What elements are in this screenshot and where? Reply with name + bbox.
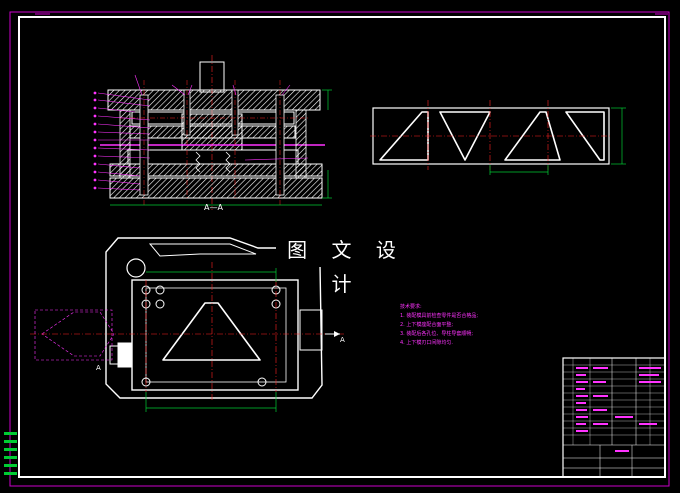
section-marker-left: A xyxy=(96,364,101,372)
strip-layout-view xyxy=(370,100,626,175)
note-item: 2. 上下模座配合面平整; xyxy=(400,322,454,328)
section-label: A—A xyxy=(204,203,223,212)
title-block xyxy=(562,357,666,478)
side-ruler-marks xyxy=(4,432,17,475)
section-view-aa xyxy=(93,55,332,210)
drawing-frame xyxy=(18,16,666,478)
note-item: 4. 上下模刃口间隙均匀. xyxy=(400,340,453,346)
notes-heading: 技术要求: xyxy=(400,304,422,310)
plan-view xyxy=(30,237,345,412)
sheet-border xyxy=(9,11,670,487)
overlay-watermark-title: 图 文 设 计 xyxy=(276,233,416,296)
section-marker-right: A xyxy=(340,336,345,344)
note-item: 1. 装配模具前检查零件是否合格品; xyxy=(400,313,479,319)
technical-notes: 技术要求: 1. 装配模具前检查零件是否合格品; 2. 上下模座配合面平整; 3… xyxy=(400,303,478,348)
note-item: 3. 装配后各孔位、导柱导套顺畅; xyxy=(400,331,474,337)
